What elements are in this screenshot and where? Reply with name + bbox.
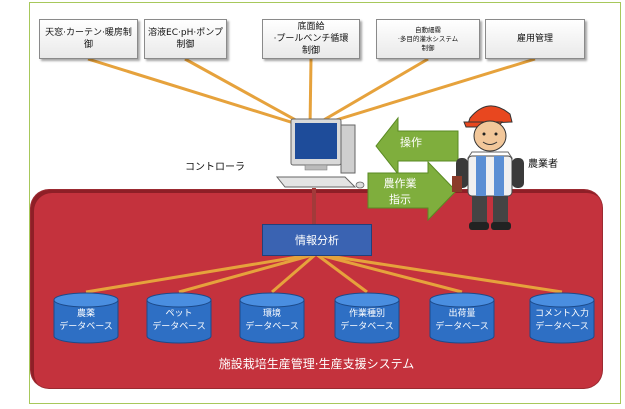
database-work-type: 作業種別 データベース [333, 292, 401, 344]
analysis-box: 情報分析 [262, 224, 372, 256]
database-shipment: 出荷量 データベース [428, 292, 496, 344]
system-title: 施設栽培生産管理·生産支援システム [218, 357, 415, 371]
computer-icon [275, 118, 365, 189]
database-label: 環境 データベース [245, 309, 299, 332]
farmer-label: 農業者 [528, 159, 558, 170]
database-cylinder-icon [334, 292, 400, 344]
database-label: 農薬 データベース [59, 309, 113, 332]
top-box-solution-control: 溶液EC·pH·ポンプ 制御 [144, 19, 227, 59]
farmer-icon [452, 105, 524, 230]
database-label: 作業種別 データベース [340, 309, 394, 332]
line-to-box-2 [184, 57, 311, 130]
top-box-bench-control: 底面給 ·プールベンチ循環 制御 [262, 19, 360, 59]
line-to-db-4 [315, 252, 368, 294]
database-label: コメント入力 データベース [534, 309, 589, 332]
database-label: ペット データベース [152, 309, 206, 332]
top-box-climate-control: 天窓·カーテン·暖房制 御 [39, 19, 138, 59]
line-to-db-3 [271, 252, 317, 294]
database-pesticide: 農薬 データベース [52, 292, 120, 344]
database-environment: 環境 データベース [238, 292, 306, 344]
operation-label: 操作 [400, 136, 422, 149]
line-to-box-4 [309, 57, 429, 130]
line-to-db-5 [315, 252, 463, 294]
database-comment: コメント入力 データベース [528, 292, 596, 344]
instruction-label: 農作業 指示 [383, 177, 417, 206]
line-to-db-1 [85, 252, 317, 294]
line-to-db-2 [178, 252, 317, 294]
line-to-box-1 [87, 57, 311, 130]
database-cylinder-icon [529, 292, 595, 344]
controller-label: コントローラ [185, 162, 245, 173]
line-to-box-5 [309, 57, 536, 130]
database-cylinder-icon [146, 292, 212, 344]
operation-arrow [375, 116, 459, 176]
top-box-employment: 雇用管理 [485, 19, 585, 59]
line-to-box-3 [308, 58, 313, 129]
top-box-irrigation-control: 自動細霧 ·多目的灌水システム 制御 [376, 19, 480, 59]
instruction-arrow [367, 160, 457, 222]
database-pet: ペット データベース [145, 292, 213, 344]
database-cylinder-icon [429, 292, 495, 344]
database-cylinder-icon [53, 292, 119, 344]
database-cylinder-icon [239, 292, 305, 344]
line-to-db-6 [315, 252, 563, 294]
database-label: 出荷量 データベース [435, 309, 489, 332]
